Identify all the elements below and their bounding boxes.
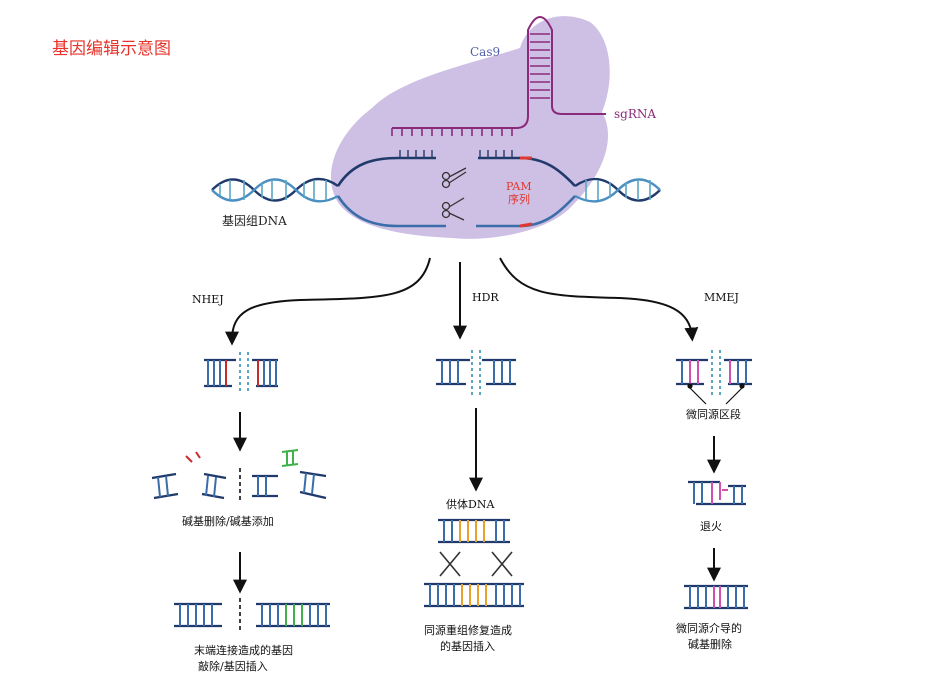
nhej-result-label-2: 敲除/基因插入	[198, 659, 268, 673]
mmej-label: MMEJ	[704, 291, 739, 304]
mmej-result-label-1: 微同源介导的	[676, 621, 742, 635]
donor-dna	[438, 518, 510, 544]
sgrna-label: sgRNA	[614, 107, 656, 121]
pam-label-2: 序列	[508, 192, 530, 206]
page-title: 基因编辑示意图	[52, 39, 171, 59]
dna-strands-open	[336, 156, 576, 228]
mmej-annealing-dna	[688, 480, 746, 506]
nhej-result-dna	[174, 598, 330, 630]
hdr-broken-dna	[436, 350, 516, 396]
mmej-result-label-2: 碱基删除	[688, 637, 732, 651]
hdr-label: HDR	[472, 291, 499, 304]
mmej-broken-dna	[676, 350, 752, 405]
nhej-step1-label: 碱基删除/碱基添加	[182, 514, 274, 528]
nhej-result-label-1: 末端连接造成的基因	[194, 643, 293, 657]
cas9-label: Cas9	[470, 45, 500, 59]
nhej-label: NHEJ	[192, 293, 224, 306]
scissors-icon	[441, 197, 465, 221]
nhej-broken-dna	[204, 352, 278, 394]
pathway-arrows	[225, 257, 699, 346]
crossover-marks	[439, 551, 513, 577]
sgrna	[391, 16, 606, 136]
hdr-result-dna	[424, 582, 524, 608]
microhomology-label: 微同源区段	[686, 407, 741, 421]
hdr-result-label-2: 的基因插入	[440, 639, 495, 653]
genomic-dna-label: 基因组DNA	[222, 214, 287, 228]
hdr-result-label-1: 同源重组修复造成	[424, 623, 512, 637]
scissors-icon	[441, 167, 467, 189]
dna-helix-right	[574, 177, 661, 203]
pam-label: PAM	[506, 180, 532, 193]
annealing-label: 退火	[700, 520, 722, 533]
target-base-ticks	[399, 150, 513, 158]
mmej-result-dna	[684, 584, 748, 610]
dna-helix-left	[211, 177, 339, 203]
donor-dna-label: 供体DNA	[446, 497, 495, 511]
nhej-fragments	[151, 449, 327, 500]
